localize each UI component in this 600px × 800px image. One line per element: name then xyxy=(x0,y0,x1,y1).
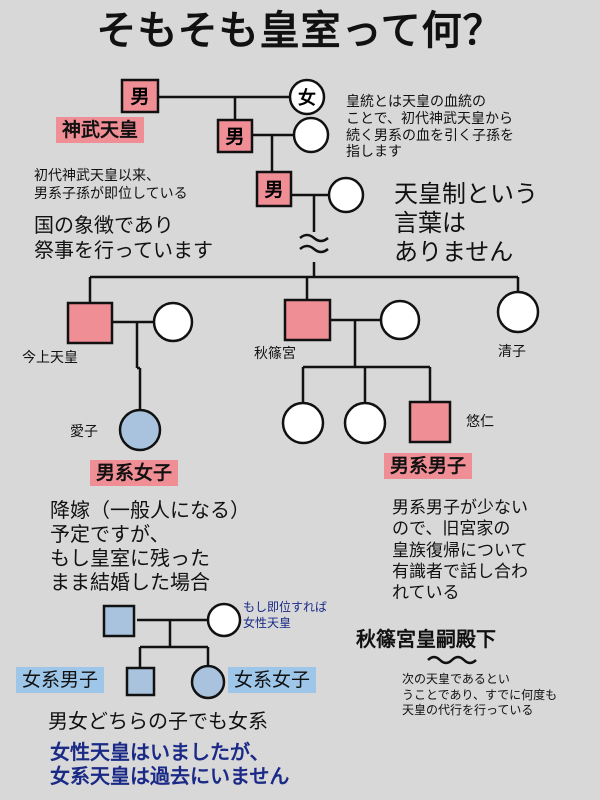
sayako-label: 清子 xyxy=(498,344,526,360)
akishino-label: 秋篠宮 xyxy=(254,346,296,362)
svg-text:男: 男 xyxy=(225,126,244,148)
person-female-line-male xyxy=(125,666,156,697)
if-enthroned-note: もし即位すれば 女性天皇 xyxy=(243,600,328,630)
aiko-label: 愛子 xyxy=(70,424,98,440)
male-line-male-tag: 男系男子 xyxy=(384,453,473,479)
svg-text:男: 男 xyxy=(264,179,283,201)
crown-prince-title: 秋篠宮皇嗣殿下 xyxy=(356,627,496,651)
page-title: そもそも皇室って何？ xyxy=(96,8,504,54)
person-emperor-male xyxy=(66,301,114,345)
no-emperor-system-note: 天皇制という 言葉は ありません xyxy=(394,180,538,266)
person-jimmu-wife-female: 女 xyxy=(288,78,326,116)
person-mako-female xyxy=(281,401,325,445)
symbol-note: 国の象徴であり 祭事を行っています xyxy=(34,213,213,262)
person-jimmu-male: 男 xyxy=(120,78,160,114)
person-empress-female xyxy=(152,301,194,343)
female-line-female-tag: 女系女子 xyxy=(228,667,317,693)
generations-wave-icon xyxy=(299,233,329,254)
imperial-line-note: 皇統とは天皇の血統の ことで、初代神武天皇から 続く男系の血を引く子孫を 指しま… xyxy=(346,94,514,161)
male-shortage-note: 男系男子が少ない ので、旧宮家の 皇族復帰について 有識者で話し合わ れている xyxy=(392,498,528,603)
tree-connectors xyxy=(88,95,520,668)
either-child-note: 男女どちらの子でも女系 xyxy=(48,709,268,733)
conclusion-note: 女性天皇はいましたが、 女系天皇は過去にいません xyxy=(50,740,290,788)
person-gen2-wife-female xyxy=(292,116,330,154)
person-aiko-female xyxy=(118,408,162,452)
underline-wave-icon xyxy=(427,655,477,665)
female-line-male-tag: 女系男子 xyxy=(16,667,105,693)
person-gen3-male: 男 xyxy=(255,170,293,208)
person-gen3-wife-female xyxy=(327,176,365,214)
jimmu-label: 神武天皇 xyxy=(56,117,145,143)
svg-text:男: 男 xyxy=(130,86,149,108)
marriage-note: 降嫁（一般人になる） 予定ですが、 もし皇室に残った まま結婚した場合 xyxy=(50,498,250,594)
male-line-female-tag: 男系女子 xyxy=(90,460,179,486)
svg-text:女: 女 xyxy=(298,87,316,109)
person-hisahito-male xyxy=(408,400,452,444)
first-emperor-note: 初代神武天皇以来、 男系子孫が即位している xyxy=(34,168,188,202)
person-akishino-male xyxy=(283,298,332,342)
person-akishino-wife-female xyxy=(379,299,421,341)
person-spouse-male xyxy=(206,602,242,638)
person-female-line-female xyxy=(190,664,226,700)
person-kako-female xyxy=(343,401,387,445)
person-gen2-male: 男 xyxy=(216,118,254,154)
crown-prince-note: 次の天皇であるとい うことであり、すでに何度も 天皇の代行を行っている xyxy=(402,672,558,718)
person-aiko-hypothetical-female xyxy=(102,604,136,638)
hisahito-label: 悠仁 xyxy=(466,414,494,430)
person-sayako-female xyxy=(496,290,540,334)
emperor-label: 今上天皇 xyxy=(22,350,78,366)
